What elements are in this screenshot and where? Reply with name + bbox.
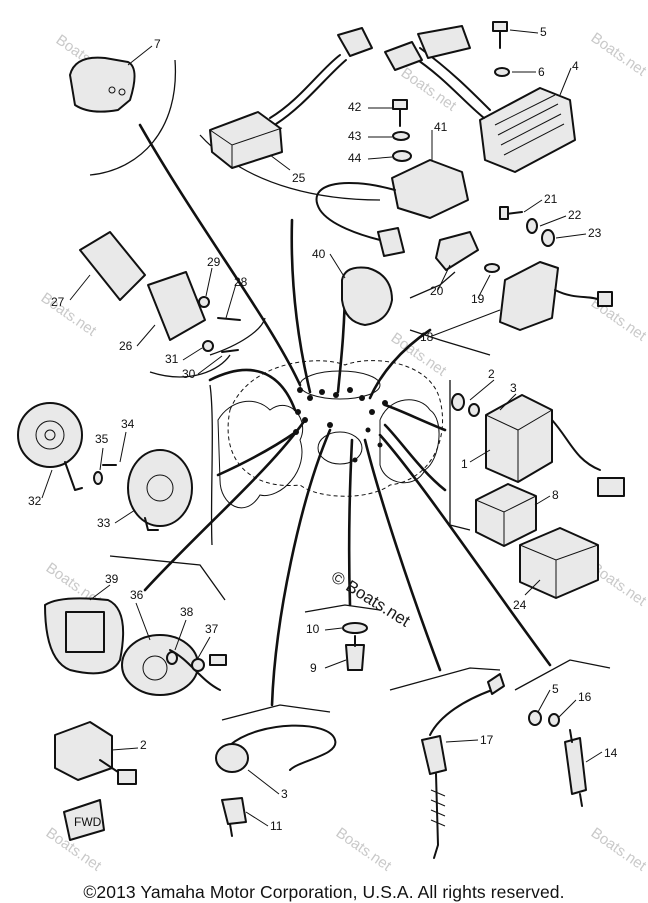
watermark: Boats.net: [333, 824, 395, 875]
part-1-2-3-relays: [451, 393, 625, 497]
callout-14: 14: [604, 746, 618, 760]
part-14-16-fuse: [528, 710, 587, 807]
center-watermark: © Boats.net: [328, 567, 414, 630]
part-2-lower-relay: [54, 721, 137, 785]
callout-6: 6: [538, 65, 545, 79]
callout-41: 41: [434, 120, 448, 134]
callout-20: 20: [430, 284, 444, 298]
part-5-6-bolt-nut: [492, 21, 510, 77]
watermark: Boats.net: [38, 289, 100, 340]
callout-43: 43: [348, 129, 362, 143]
callout-35: 35: [95, 432, 109, 446]
callout-36: 36: [130, 588, 144, 602]
part-36-39-speedometer: [44, 597, 227, 696]
part-8-flasher-relay: [475, 483, 537, 547]
callout-19: 19: [471, 292, 485, 306]
callout-29: 29: [207, 255, 221, 269]
leader-lines: [138, 123, 552, 707]
callout-34: 34: [121, 417, 135, 431]
part-3-11-sensor: [215, 724, 337, 837]
fwd-stamp: FWD: [63, 799, 105, 841]
callout-10: 10: [306, 622, 320, 636]
callout-1: 1: [461, 457, 468, 471]
watermark: Boats.net: [588, 29, 648, 80]
callout-3b: 3: [281, 787, 288, 801]
callout-16: 16: [578, 690, 592, 704]
callout-21: 21: [544, 192, 558, 206]
part-42-44-fasteners: [392, 99, 412, 162]
callout-30: 30: [182, 367, 196, 381]
part-41-relay: [315, 159, 469, 257]
copyright-notice: ©2013 Yamaha Motor Corporation, U.S.A. A…: [83, 882, 565, 902]
part-26-27-reflector: [79, 231, 241, 353]
fwd-label: FWD: [74, 815, 102, 829]
callout-37: 37: [205, 622, 219, 636]
callout-18: 18: [420, 330, 434, 344]
callout-44: 44: [348, 151, 362, 165]
callout-3: 3: [510, 381, 517, 395]
callout-38: 38: [180, 605, 194, 619]
part-18-20-bracket: [435, 231, 613, 331]
callout-5: 5: [540, 25, 547, 39]
callout-39: 39: [105, 572, 119, 586]
callout-24: 24: [513, 598, 527, 612]
callout-7: 7: [154, 37, 161, 51]
callout-9: 9: [310, 661, 317, 675]
callout-labels: 7 5 6 4 42 43 44 41 25 21 22 23 40 29 28…: [28, 25, 618, 833]
callout-8: 8: [552, 488, 559, 502]
frame-outline: [217, 360, 444, 509]
callout-31: 31: [165, 352, 179, 366]
callout-27: 27: [51, 295, 65, 309]
callout-2: 2: [488, 367, 495, 381]
part-21-23-fasteners: [499, 206, 555, 247]
callout-11: 11: [270, 819, 283, 833]
callout-22: 22: [568, 208, 582, 222]
callout-ticks: [41, 29, 603, 827]
callout-26: 26: [119, 339, 133, 353]
callout-32: 32: [28, 494, 42, 508]
part-25-relay: [209, 27, 373, 169]
callout-17: 17: [480, 733, 494, 747]
watermark: Boats.net: [588, 824, 648, 875]
part-4-regulator: [384, 25, 576, 173]
part-17-switch: [421, 673, 505, 859]
callout-42: 42: [348, 100, 362, 114]
callout-23: 23: [588, 226, 602, 240]
part-7-rectifier: [69, 56, 136, 113]
callout-33: 33: [97, 516, 111, 530]
callout-40: 40: [312, 247, 326, 261]
part-9-10-switch: [342, 622, 368, 671]
callout-25: 25: [292, 171, 306, 185]
part-40-flasher: [341, 266, 393, 326]
watermark: Boats.net: [588, 294, 648, 345]
part-24-relay: [519, 527, 599, 599]
callout-4: 4: [572, 59, 579, 73]
part-33-horn: [93, 449, 193, 531]
callout-5b: 5: [552, 682, 559, 696]
callout-2b: 2: [140, 738, 147, 752]
part-32-horn: [17, 402, 83, 491]
callout-28: 28: [234, 275, 248, 289]
